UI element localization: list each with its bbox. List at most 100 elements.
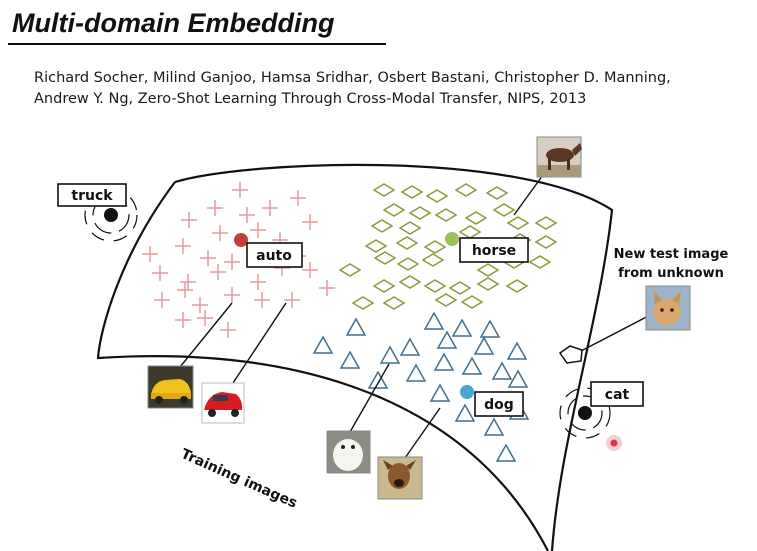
horse-diamond-mark [408, 206, 432, 220]
horse-diamond-mark [370, 219, 394, 233]
auto-cluster [142, 182, 335, 338]
auto-plus-mark [212, 225, 228, 241]
truck-label-box [57, 183, 127, 207]
horse-diamond-mark [395, 236, 419, 250]
horse-centroid-dot [445, 232, 459, 246]
auto-centroid-dot [234, 233, 248, 247]
auto-label-box [246, 242, 303, 268]
horse-connector [513, 174, 544, 216]
dog-triangle-mark [483, 417, 505, 436]
horse-label: horse [472, 243, 516, 259]
horse-diamond-mark [454, 183, 478, 197]
dog-triangle-mark [433, 352, 455, 371]
horse-diamond-mark [492, 203, 516, 217]
dog-triangle-mark [399, 337, 421, 356]
auto-plus-mark [290, 190, 306, 206]
horse-diamond-mark [372, 183, 396, 197]
auto-plus-mark [319, 280, 335, 296]
auto-plus-mark [284, 292, 300, 308]
dog-triangle-mark [507, 369, 529, 388]
auto-plus-mark [152, 265, 168, 281]
unseen-point [610, 439, 618, 447]
horse-label-box [459, 237, 529, 263]
red-car-connector [232, 302, 287, 384]
auto-plus-mark [224, 287, 240, 303]
horse-diamond-mark [423, 240, 447, 254]
brown-dog-connector [404, 407, 441, 459]
dog-triangle-mark [423, 311, 445, 330]
yellow-car-connector [179, 302, 233, 368]
auto-plus-mark [192, 297, 208, 313]
new-test-note-line1: New test image [614, 247, 729, 262]
auto-plus-mark [207, 200, 223, 216]
dog-triangle-mark [312, 335, 334, 354]
training-images-label: Training images [178, 446, 299, 512]
auto-label: auto [256, 248, 292, 264]
horse-diamond-mark [398, 275, 422, 289]
dog-triangle-mark [495, 443, 517, 462]
auto-plus-mark [220, 322, 236, 338]
auto-plus-mark [250, 274, 266, 290]
horse-diamond-mark [364, 239, 388, 253]
cat-photo-icon [645, 285, 691, 331]
red-car-icon [201, 382, 245, 424]
horse-diamond-mark [382, 296, 406, 310]
white-dog-icon [326, 430, 371, 474]
yellow-car-icon [147, 365, 194, 409]
horse-diamond-mark [476, 277, 500, 291]
dog-triangle-mark [367, 370, 389, 389]
auto-plus-mark [197, 310, 213, 326]
dog-triangle-mark [506, 341, 528, 360]
horse-diamond-mark [476, 263, 500, 277]
auto-plus-mark [250, 222, 266, 238]
horse-diamond-mark [460, 295, 484, 309]
auto-plus-mark [239, 207, 255, 223]
horse-photo-icon [536, 136, 582, 178]
dog-triangle-mark [473, 336, 495, 355]
horse-diamond-mark [434, 208, 458, 222]
auto-plus-mark [210, 264, 226, 280]
dog-centroid-dot [460, 385, 474, 399]
auto-plus-mark [200, 250, 216, 266]
auto-plus-mark [224, 254, 240, 270]
dog-triangle-mark [339, 350, 361, 369]
horse-diamond-mark [505, 279, 529, 293]
dog-triangle-mark [461, 356, 483, 375]
auto-plus-mark [262, 200, 278, 216]
auto-plus-mark [302, 262, 318, 278]
auto-plus-mark [175, 238, 191, 254]
horse-diamond-mark [506, 216, 530, 230]
horse-diamond-mark [485, 186, 509, 200]
horse-cluster [338, 183, 558, 310]
horse-diamond-mark [351, 296, 375, 310]
embedding-manifold-outline [96, 163, 614, 551]
dog-triangle-mark [429, 383, 451, 402]
horse-diamond-mark [458, 225, 482, 239]
dog-triangle-mark [379, 345, 401, 364]
horse-diamond-mark [338, 263, 362, 277]
new-image-pentagon-marker [558, 345, 583, 364]
horse-diamond-mark [398, 221, 422, 235]
cat-point [559, 387, 611, 439]
cat-label: cat [605, 387, 630, 403]
white-dog-connector [349, 363, 390, 433]
auto-plus-mark [175, 312, 191, 328]
dog-triangle-mark [451, 318, 473, 337]
dog-triangle-mark [345, 317, 367, 336]
truck-label: truck [71, 188, 113, 204]
dog-triangle-mark [491, 361, 513, 380]
cat-label-box [590, 381, 644, 407]
auto-plus-mark [177, 282, 193, 298]
dog-triangle-mark [479, 319, 501, 338]
horse-diamond-mark [373, 251, 397, 265]
auto-plus-mark [154, 292, 170, 308]
horse-diamond-mark [372, 279, 396, 293]
horse-diamond-mark [423, 279, 447, 293]
dog-cluster [312, 311, 530, 462]
auto-plus-mark [180, 274, 196, 290]
auto-plus-mark [181, 212, 197, 228]
auto-plus-mark [254, 292, 270, 308]
horse-diamond-mark [382, 203, 406, 217]
dog-label-box [474, 391, 524, 417]
